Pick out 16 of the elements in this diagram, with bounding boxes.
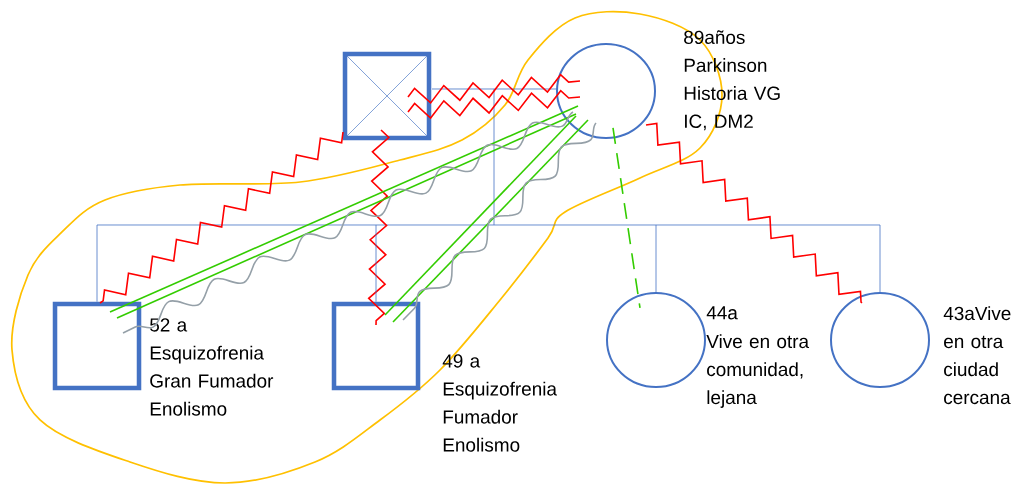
child-line <box>655 224 657 293</box>
relationship-line <box>612 127 641 309</box>
child-line <box>375 224 377 303</box>
relationship-line <box>645 122 863 304</box>
relationship-line <box>407 89 581 120</box>
child-line <box>879 224 881 293</box>
relationship-line <box>407 73 581 105</box>
marriage-line <box>431 88 558 90</box>
crossed-square-symbol <box>342 51 432 141</box>
node-caption: 52 a Esquizofrenia Gran Fumador Enolismo <box>150 318 274 416</box>
child-line <box>96 224 98 303</box>
node-caption: 44a <box>706 306 738 320</box>
relationship-line <box>99 131 344 304</box>
node-caption: 43aVive en otra ciudad cercana <box>943 306 1011 405</box>
relationship-line <box>367 129 390 326</box>
node-caption: Vive en otra comunidad, lejana <box>706 334 810 408</box>
